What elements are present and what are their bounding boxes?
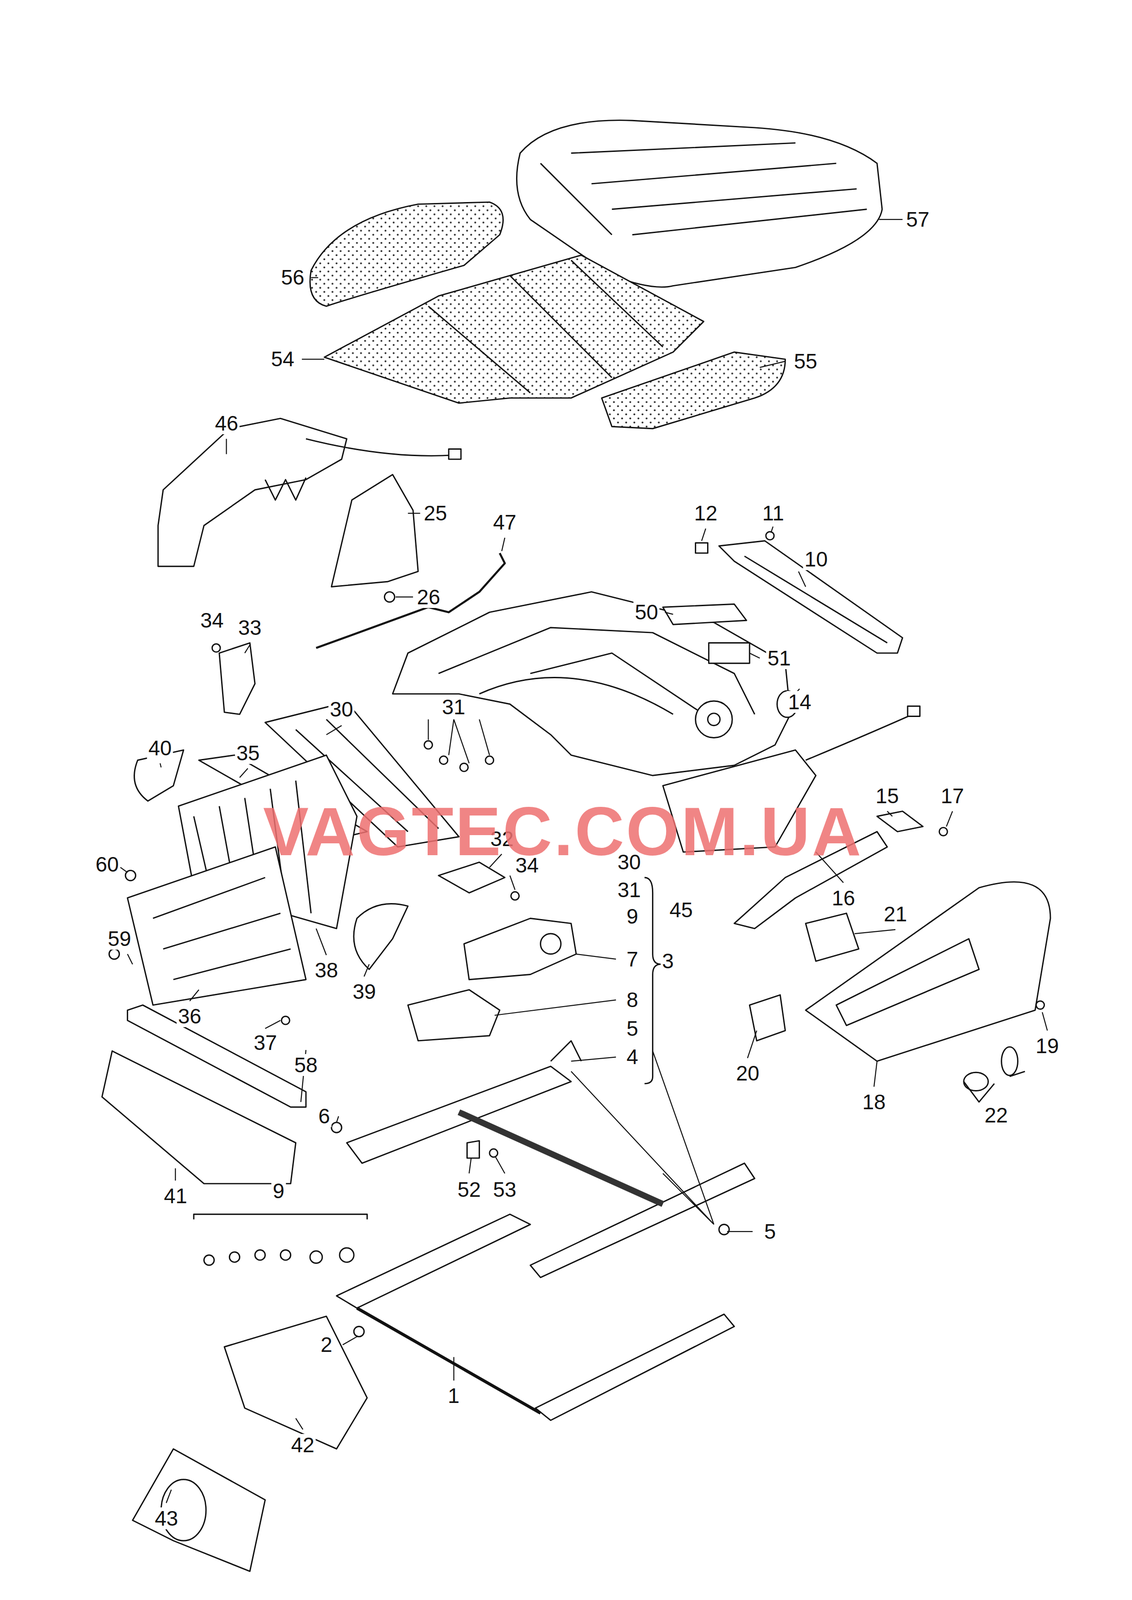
callout-number: 57 (904, 208, 931, 231)
callout-number: 53 (491, 1178, 518, 1200)
callout-number: 26 (415, 585, 442, 608)
callout-number: 1 (446, 1384, 461, 1406)
callout-number: 35 (234, 741, 261, 764)
callout-number: 17 (939, 784, 966, 807)
callout-number: 19 (1033, 1034, 1060, 1057)
callout-number: 14 (786, 690, 813, 713)
callout-number: 51 (765, 646, 792, 669)
callout-number: 21 (882, 902, 909, 925)
callout-number: 8 (625, 988, 640, 1011)
callout-number: 3 (660, 949, 676, 972)
callout-number: 18 (860, 1090, 887, 1113)
callout-number: 10 (802, 547, 829, 570)
callout-number: 56 (279, 266, 306, 289)
callout-number: 39 (351, 980, 378, 1003)
callout-number: 45 (667, 898, 694, 921)
callout-number: 7 (625, 947, 640, 970)
callout-number: 41 (162, 1184, 189, 1207)
callout-number: 34 (198, 609, 225, 631)
callout-number: 58 (292, 1053, 319, 1076)
callout-number: 5 (762, 1219, 778, 1242)
callout-number: 33 (236, 616, 263, 639)
callout-number: 40 (146, 736, 173, 759)
callout-number: 12 (692, 501, 719, 524)
callout-number: 47 (491, 511, 518, 533)
callout-number: 9 (271, 1179, 286, 1202)
callout-number: 46 (213, 412, 240, 435)
callout-number: 15 (873, 784, 900, 807)
callout-number: 31 (615, 878, 642, 901)
callout-number: 4 (625, 1045, 640, 1068)
callout-number: 2 (319, 1333, 334, 1355)
callout-number: 22 (982, 1103, 1009, 1126)
callout-number: 16 (830, 886, 857, 909)
callout-number: 50 (633, 600, 660, 623)
callout-number: 11 (760, 501, 786, 524)
callout-number: 43 (153, 1506, 180, 1529)
callout-number: 52 (455, 1178, 482, 1200)
callout-number: 60 (93, 852, 120, 875)
watermark: VAGTEC.COM.UA (263, 796, 864, 866)
callout-number: 37 (252, 1031, 279, 1054)
callout-number: 6 (316, 1104, 332, 1127)
callout-number: 25 (422, 501, 449, 524)
callout-number: 54 (269, 347, 296, 370)
callout-number: 30 (328, 697, 355, 720)
callout-number: 55 (792, 350, 819, 373)
callout-number: 59 (106, 927, 133, 950)
callout-number: 42 (289, 1433, 316, 1456)
callout-number: 38 (313, 958, 340, 981)
callout-number: 36 (176, 1004, 203, 1027)
callout-number: 9 (625, 904, 640, 927)
callout-number: 5 (625, 1017, 640, 1039)
callout-number: 31 (440, 695, 467, 718)
callout-number: 20 (734, 1061, 761, 1084)
